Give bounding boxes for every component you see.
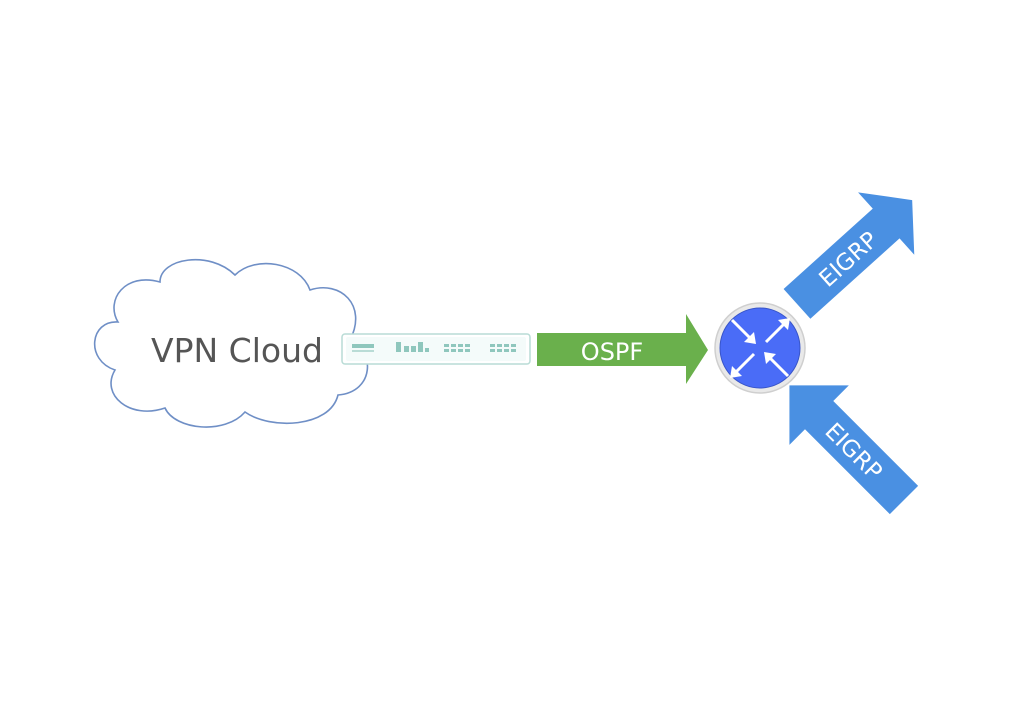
cloud-label: VPN Cloud — [151, 331, 323, 370]
appliance-status-led — [352, 344, 374, 348]
vpn-cloud: VPN Cloud — [93, 258, 369, 428]
ospf-arrow: OSPF — [537, 314, 708, 384]
cloud-shape — [93, 258, 369, 428]
eigrp-arrow-in-shape — [789, 385, 919, 515]
security-appliance — [341, 333, 531, 365]
appliance-port-group — [396, 342, 429, 352]
ospf-label: OSPF — [581, 338, 643, 366]
eigrp-arrow-out-shape — [783, 192, 915, 319]
appliance-port-group — [490, 344, 516, 352]
router — [714, 302, 806, 394]
ospf-arrow-shape — [537, 314, 708, 384]
eigrp-arrow-out: EIGRP — [783, 192, 915, 319]
router-icon — [730, 318, 790, 378]
appliance-port-group — [444, 344, 470, 352]
